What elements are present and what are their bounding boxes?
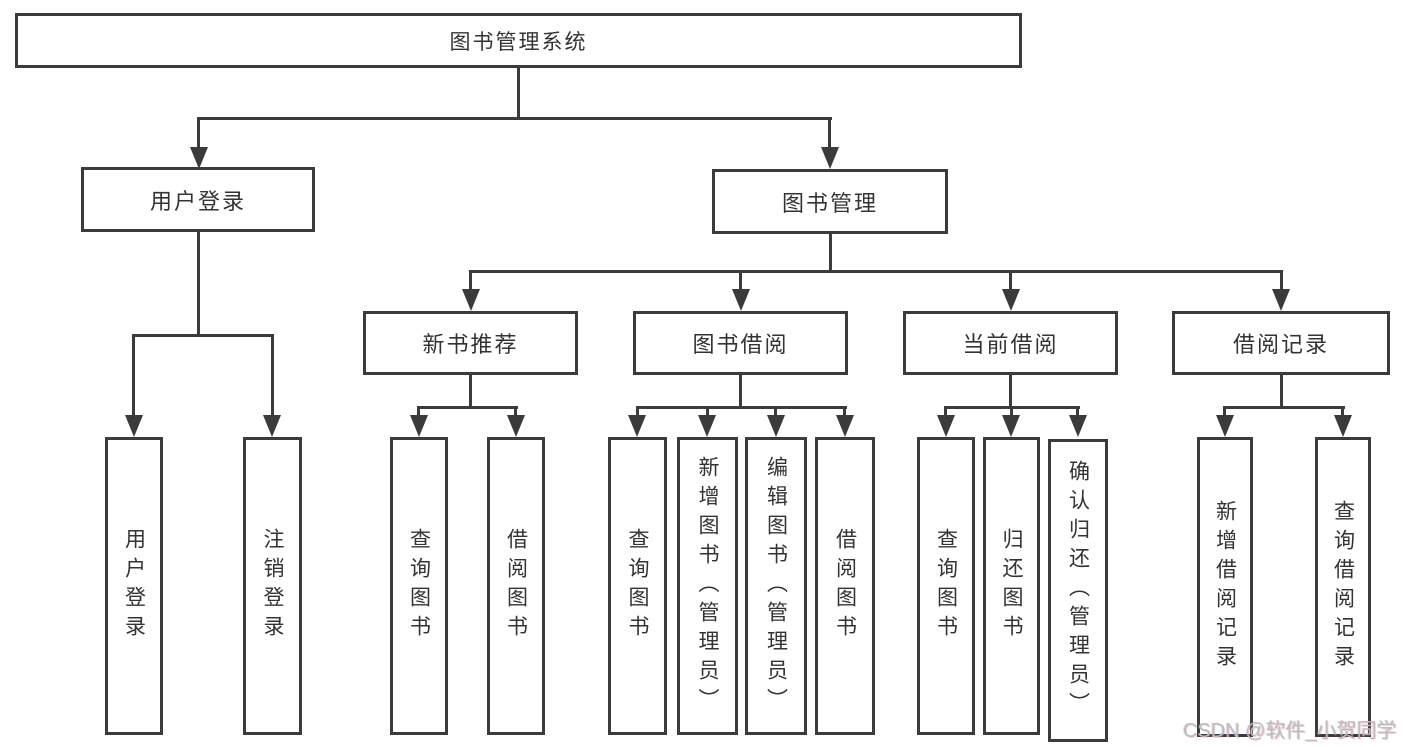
- arrow-down-icon: [263, 415, 281, 437]
- leaf-borrow-books-borrowing: 借阅图书: [815, 437, 875, 735]
- connector-line: [197, 117, 200, 148]
- connector-line: [1223, 406, 1226, 417]
- connector-line: [636, 406, 847, 409]
- connector-line: [197, 232, 200, 336]
- connector-line: [706, 406, 709, 417]
- arrow-down-icon: [767, 415, 785, 437]
- leaf-confirm-return-admin: 确认归还（管理员）: [1048, 439, 1108, 742]
- connector-line: [132, 334, 135, 417]
- connector-line: [1009, 270, 1012, 291]
- connector-line: [1341, 406, 1344, 417]
- leaf-query-books-current: 查询图书: [917, 437, 975, 735]
- arrow-down-icon: [1002, 289, 1020, 311]
- arrow-down-icon: [698, 415, 716, 437]
- leaf-edit-book-admin: 编辑图书（管理员）: [745, 437, 807, 735]
- watermark: CSDN @软件_小贺同学: [1183, 720, 1397, 742]
- node-system-root: 图书管理系统: [15, 13, 1022, 68]
- arrow-down-icon: [628, 415, 646, 437]
- arrow-down-icon: [1069, 415, 1087, 437]
- connector-line: [1280, 375, 1283, 408]
- leaf-user-login: 用户登录: [105, 437, 163, 735]
- leaf-query-books-borrowing: 查询图书: [608, 437, 667, 735]
- connector-line: [271, 334, 274, 417]
- connector-line: [418, 406, 518, 409]
- arrow-down-icon: [410, 415, 428, 437]
- arrow-down-icon: [821, 147, 839, 169]
- leaf-query-borrow-record: 查询借阅记录: [1315, 437, 1371, 737]
- arrow-down-icon: [1334, 415, 1352, 437]
- node-borrow-records: 借阅记录: [1172, 311, 1390, 375]
- connector-line: [417, 406, 420, 417]
- connector-line: [1280, 270, 1283, 291]
- node-book-management: 图书管理: [712, 169, 948, 234]
- node-new-book-recommend: 新书推荐: [363, 311, 578, 375]
- connector-line: [1224, 406, 1345, 409]
- arrow-down-icon: [937, 415, 955, 437]
- leaf-borrow-books-recommend: 借阅图书: [487, 437, 545, 735]
- connector-line: [469, 270, 1283, 273]
- arrow-down-icon: [1002, 415, 1020, 437]
- connector-line: [829, 234, 832, 272]
- connector-line: [944, 406, 947, 417]
- connector-line: [197, 117, 832, 120]
- node-book-borrowing: 图书借阅: [633, 311, 848, 375]
- leaf-query-books-recommend: 查询图书: [390, 437, 448, 735]
- connector-line: [636, 406, 639, 417]
- arrow-down-icon: [1272, 289, 1290, 311]
- connector-line: [739, 270, 742, 291]
- arrow-down-icon: [462, 289, 480, 311]
- connector-line: [469, 375, 472, 408]
- connector-line: [133, 334, 274, 337]
- connector-line: [1009, 375, 1012, 408]
- leaf-logout: 注销登录: [243, 437, 302, 735]
- connector-line: [514, 406, 517, 417]
- arrow-down-icon: [190, 147, 208, 169]
- connector-line: [774, 406, 777, 417]
- arrow-down-icon: [732, 289, 750, 311]
- node-current-borrowing: 当前借阅: [903, 311, 1118, 375]
- connector-line: [1010, 406, 1013, 417]
- arrow-down-icon: [507, 415, 525, 437]
- connector-line: [517, 68, 520, 119]
- arrow-down-icon: [836, 415, 854, 437]
- arrow-down-icon: [1216, 415, 1234, 437]
- leaf-return-books: 归还图书: [983, 437, 1040, 735]
- arrow-down-icon: [125, 415, 143, 437]
- connector-line: [739, 375, 742, 408]
- connector-line: [1076, 406, 1079, 417]
- connector-line: [469, 270, 472, 291]
- connector-line: [828, 117, 831, 148]
- leaf-add-borrow-record: 新增借阅记录: [1197, 437, 1253, 737]
- connector-line: [843, 406, 846, 417]
- node-user-login-branch: 用户登录: [81, 167, 315, 232]
- leaf-add-book-admin: 新增图书（管理员）: [677, 437, 738, 735]
